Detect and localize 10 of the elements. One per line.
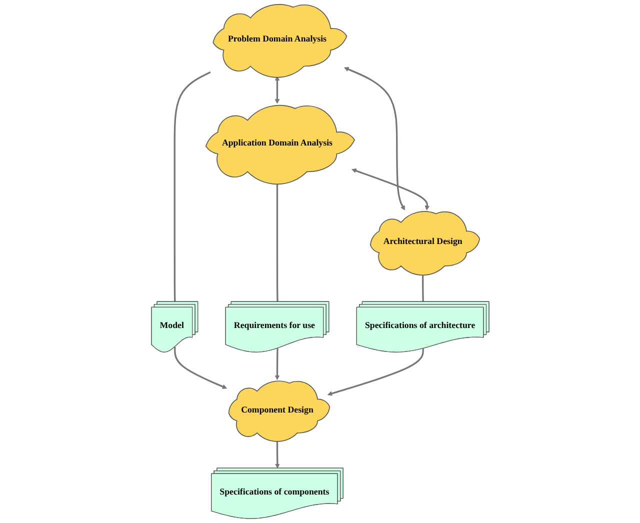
arrow [174,347,227,389]
arrow [274,440,280,469]
arrow [327,348,424,396]
arrow [274,76,280,104]
arrow [344,67,405,210]
arrow [351,168,430,210]
connector [174,71,211,302]
arrow [274,348,280,380]
connector [276,182,278,302]
connector [422,274,424,302]
